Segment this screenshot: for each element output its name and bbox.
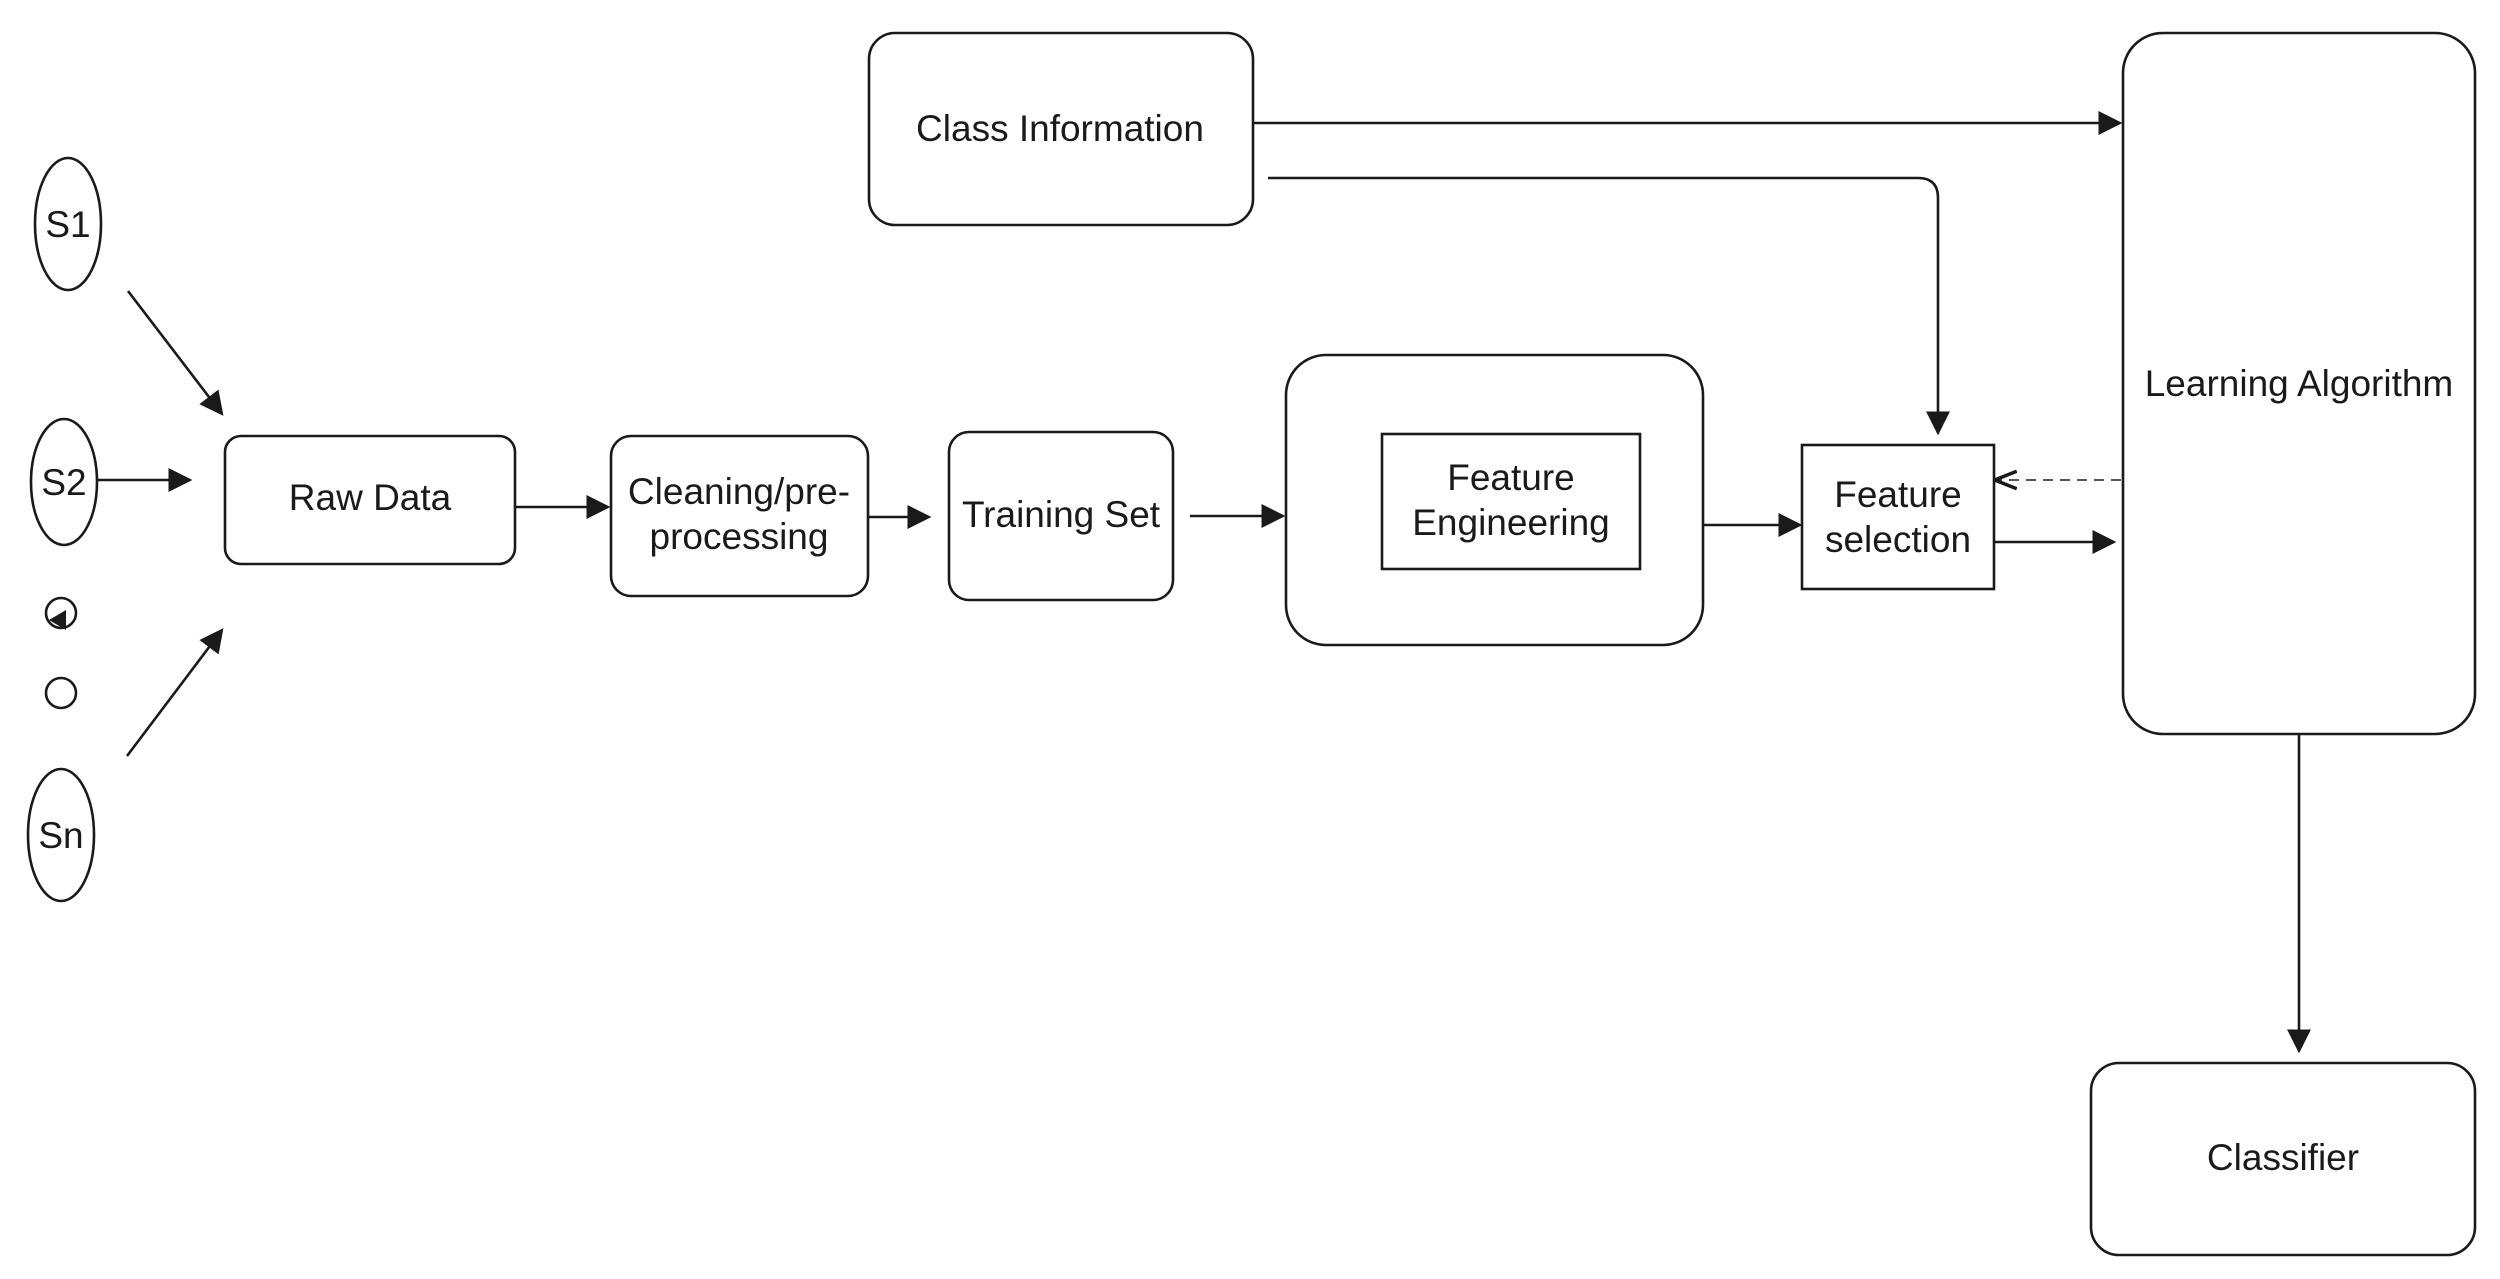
ellipsis-dot xyxy=(44,676,78,710)
ellipsis-dot-marker xyxy=(49,610,66,630)
training-set-label: Training Set xyxy=(962,494,1161,535)
feature-engineering-inner-box xyxy=(1380,432,1642,571)
edge-class-information-to-feature-selection xyxy=(1268,176,1950,436)
feature-engineering-label-line2: Engineering xyxy=(1412,502,1609,543)
source-s1-label: S1 xyxy=(45,204,90,245)
source-sn-label: Sn xyxy=(38,815,83,856)
source-dots xyxy=(44,596,78,710)
feature-selection-label-line1: Feature xyxy=(1834,474,1962,515)
source-s2-label: S2 xyxy=(41,462,86,503)
class-information-label: Class Information xyxy=(916,108,1204,149)
raw-data-box: Raw Data xyxy=(223,434,517,566)
classifier-box: Classifier xyxy=(2089,1061,2477,1257)
training-set-box: Training Set xyxy=(947,430,1175,602)
feature-engineering-box: Feature Engineering xyxy=(1284,353,1705,647)
feature-engineering-label-line1: Feature xyxy=(1447,457,1575,498)
source-s2: S2 xyxy=(29,417,99,547)
cleaning-label-line1: Cleaning/pre- xyxy=(628,471,850,512)
learning-algorithm-label: Learning Algorithm xyxy=(2145,363,2454,404)
edge-sn-to-raw-data xyxy=(125,628,224,757)
source-sn: Sn xyxy=(26,767,96,903)
learning-algorithm-box: Learning Algorithm xyxy=(2121,31,2477,736)
class-information-box: Class Information xyxy=(867,31,1255,227)
raw-data-label: Raw Data xyxy=(289,477,452,518)
cleaning-box: Cleaning/pre- processing xyxy=(609,434,870,598)
feature-selection-box: Feature selection xyxy=(1800,443,1996,591)
cleaning-label-line2: processing xyxy=(650,516,829,557)
edge-s1-to-raw-data xyxy=(126,290,224,416)
source-s1: S1 xyxy=(33,156,103,292)
classifier-label: Classifier xyxy=(2207,1137,2359,1178)
feature-selection-label-line2: selection xyxy=(1825,519,1971,560)
